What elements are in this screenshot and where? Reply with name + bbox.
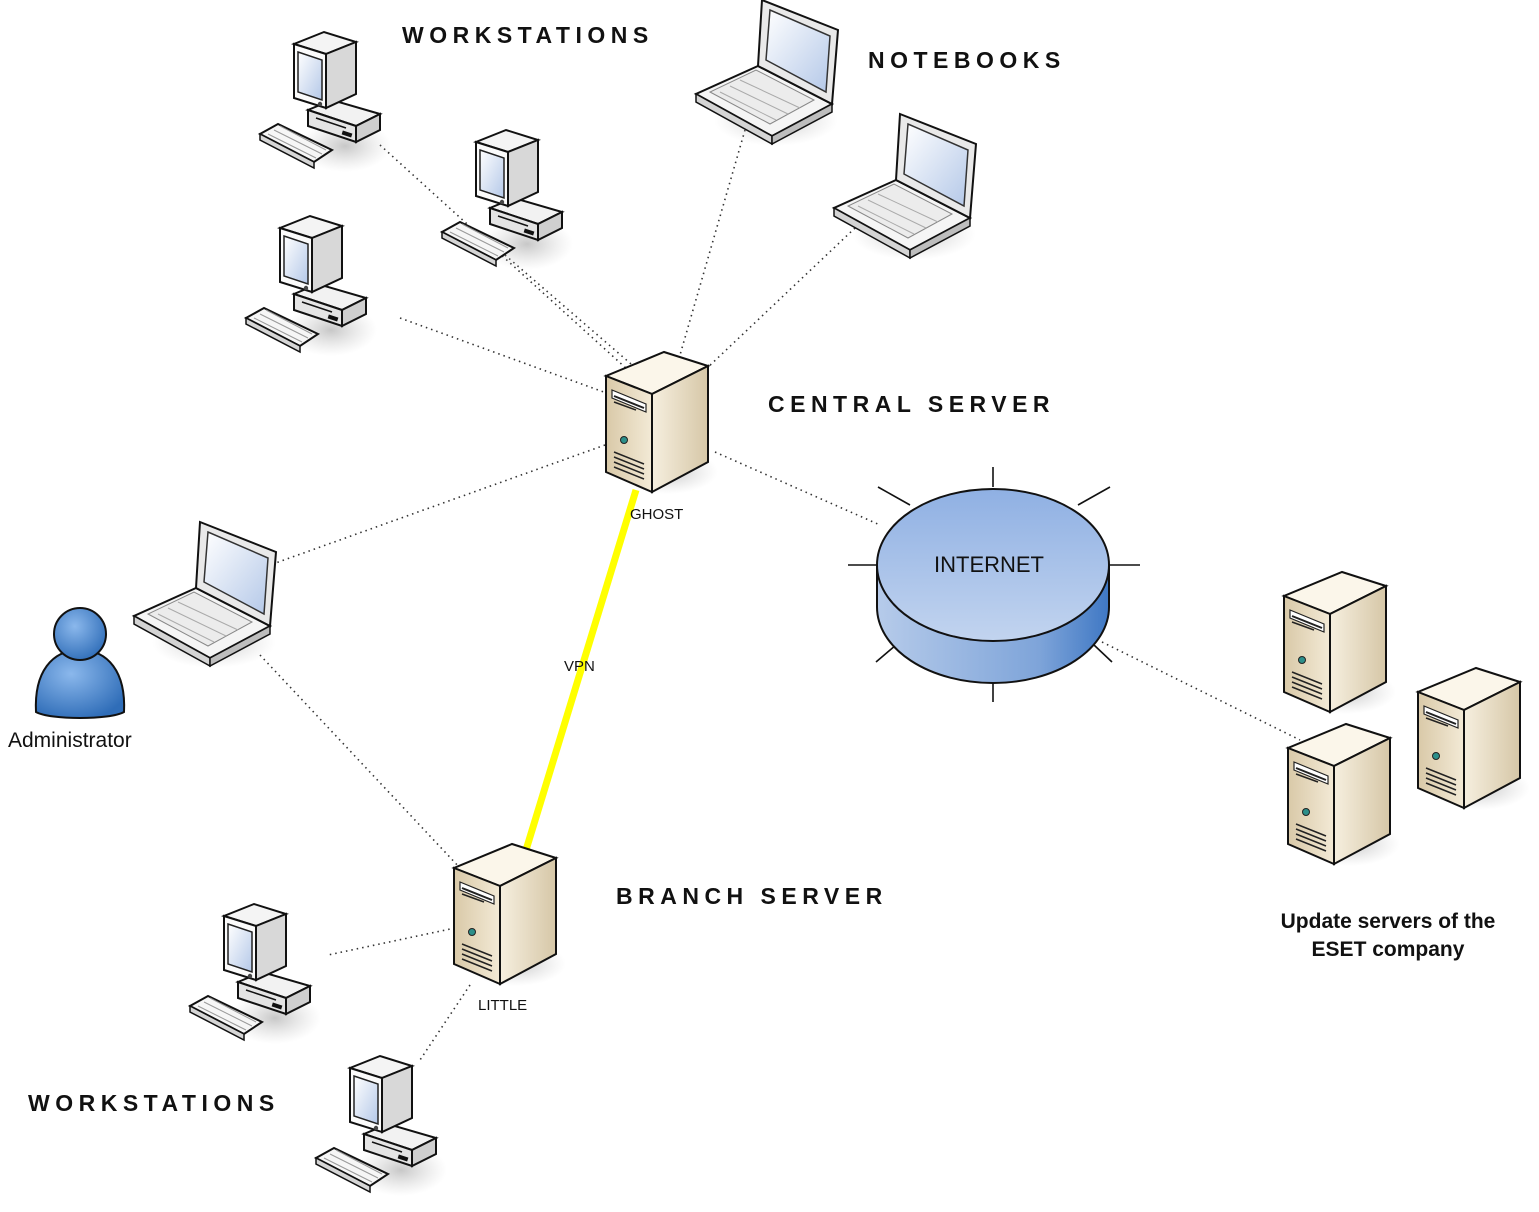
central-server-icon	[605, 351, 719, 495]
workstation-2-icon	[441, 129, 574, 271]
link-branch-workstation-2	[419, 984, 471, 1061]
internet-label: INTERNET	[934, 552, 1044, 577]
branch-server-icon	[453, 843, 567, 987]
link-central-notebook-1	[679, 129, 746, 356]
workstation-3-icon	[245, 215, 378, 357]
update-server-3-icon	[1287, 723, 1401, 867]
update-servers-label-line1: Update servers of the	[1281, 910, 1496, 933]
ghost-label: GHOST	[630, 506, 683, 523]
vpn-link	[522, 488, 640, 852]
link-central-workstation-1	[379, 144, 629, 371]
workstation-4-icon	[189, 903, 322, 1045]
internet-disk-icon	[848, 467, 1140, 702]
link-branch-workstation-1	[327, 927, 456, 956]
workstation-1-icon	[259, 31, 392, 173]
workstation-5-icon	[315, 1055, 448, 1197]
link-central-workstation-3	[399, 317, 613, 396]
little-label: LITTLE	[478, 997, 527, 1014]
workstations-bottom-label: WORKSTATIONS	[28, 1090, 280, 1116]
administrator-label: Administrator	[8, 729, 132, 752]
link-central-admin-laptop	[269, 444, 606, 566]
link-central-workstation-2	[504, 254, 639, 371]
workstations-top-label: WORKSTATIONS	[402, 22, 654, 48]
central-server-label: CENTRAL SERVER	[768, 391, 1055, 417]
link-central-notebook-2	[704, 227, 856, 371]
notebook-2-icon	[833, 113, 977, 261]
update-server-2-icon	[1417, 667, 1531, 811]
vpn-label: VPN	[564, 658, 595, 675]
notebooks-label: NOTEBOOKS	[868, 47, 1066, 73]
link-internet-update-servers	[1101, 641, 1301, 741]
link-admin-laptop-branch	[259, 654, 461, 869]
administrator-user-icon	[34, 607, 126, 719]
update-server-1-icon	[1283, 571, 1397, 715]
branch-server-label: BRANCH SERVER	[616, 883, 888, 909]
update-servers-label-line2: ESET company	[1312, 938, 1465, 961]
connection-links	[259, 129, 1301, 1061]
admin-laptop-icon	[133, 521, 277, 669]
link-central-internet	[714, 451, 881, 526]
notebook-1-icon	[695, 0, 839, 147]
